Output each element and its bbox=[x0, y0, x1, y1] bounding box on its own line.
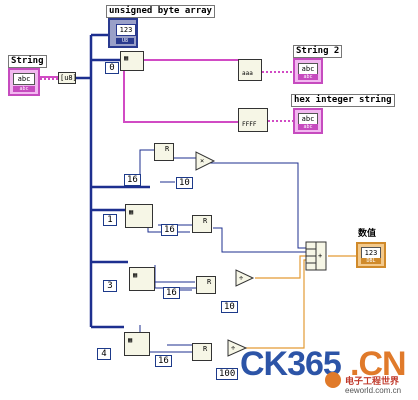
rotate-glyph: R bbox=[165, 145, 170, 153]
numeric-label: 数值 bbox=[358, 229, 377, 239]
index-array-node-0[interactable]: ▦ bbox=[120, 51, 144, 71]
string2-label: String 2 bbox=[293, 45, 343, 58]
watermark-brand-left: CK365 bbox=[240, 345, 342, 383]
divide-node-1[interactable] bbox=[235, 269, 255, 287]
hex-string-type: abc bbox=[298, 124, 318, 130]
string-control-label: String bbox=[8, 55, 47, 68]
string-wire bbox=[40, 76, 58, 80]
rotate-node-3[interactable]: R bbox=[196, 276, 216, 294]
rotate-glyph: R bbox=[203, 217, 208, 225]
array-wire bbox=[76, 33, 150, 329]
string-control-type: abc bbox=[13, 86, 35, 92]
rotate-node-2[interactable]: R bbox=[192, 215, 212, 233]
rotate-node-1[interactable]: R bbox=[154, 143, 174, 161]
index-constant-3[interactable]: 3 bbox=[103, 280, 117, 292]
constant-100[interactable]: 100 bbox=[216, 368, 239, 380]
index-constant-0[interactable]: 0 bbox=[105, 62, 119, 74]
hex-glyph: FFFF bbox=[242, 121, 257, 128]
byte-array-to-string-node[interactable]: aaa bbox=[238, 59, 262, 81]
byte-array-value: 123 bbox=[116, 24, 136, 36]
constant-16-b[interactable]: 16 bbox=[161, 224, 178, 236]
watermark-subtitle-cn: 电子工程世界 bbox=[345, 377, 400, 387]
output-string-wires bbox=[123, 59, 296, 123]
watermark-brand-right: .CN bbox=[350, 345, 407, 383]
compound-add-node[interactable] bbox=[305, 241, 327, 271]
byte-array-terminal[interactable]: 123 U8 bbox=[108, 18, 138, 48]
multiply-symbol: × bbox=[200, 157, 205, 165]
constant-16-a[interactable]: 16 bbox=[124, 174, 141, 186]
index-array-node-4[interactable]: ▦ bbox=[124, 332, 150, 356]
byte-array-label: unsigned byte array bbox=[106, 5, 215, 18]
index-array-icon: ▦ bbox=[124, 54, 129, 62]
byte-array-type: U8 bbox=[116, 38, 134, 44]
index-array-node-1[interactable]: ▦ bbox=[125, 204, 153, 228]
string-to-byte-array-node[interactable]: [u8] bbox=[58, 72, 77, 84]
index-array-node-3[interactable]: ▦ bbox=[129, 267, 155, 291]
compound-add-symbol: + bbox=[318, 252, 323, 260]
constant-10-a[interactable]: 10 bbox=[176, 177, 193, 189]
string-control-value: abc bbox=[13, 73, 35, 85]
constant-16-d[interactable]: 16 bbox=[155, 355, 172, 367]
integer-wires bbox=[139, 149, 309, 353]
string2-terminal[interactable]: abc abc bbox=[293, 58, 323, 84]
numeric-indicator-type: DBL bbox=[361, 258, 381, 264]
constant-10-b[interactable]: 10 bbox=[221, 301, 238, 313]
string2-type: abc bbox=[298, 74, 318, 80]
divide-symbol-2: ÷ bbox=[231, 344, 236, 352]
rotate-glyph: R bbox=[207, 278, 212, 286]
index-constant-4[interactable]: 4 bbox=[97, 348, 111, 360]
hex-string-label: hex integer string bbox=[291, 94, 395, 107]
rotate-node-4[interactable]: R bbox=[192, 343, 212, 361]
dbl-wires bbox=[243, 255, 356, 349]
constant-16-c[interactable]: 16 bbox=[163, 287, 180, 299]
convert-glyph: [u8] bbox=[60, 74, 77, 82]
ascii-glyph: aaa bbox=[242, 70, 253, 77]
watermark-subtitle-url: eeworld.com.cn bbox=[345, 386, 402, 395]
index-array-icon: ▦ bbox=[129, 208, 134, 216]
number-to-hex-string-node[interactable]: FFFF bbox=[238, 108, 268, 132]
watermark-globe-icon bbox=[325, 372, 341, 388]
divide-symbol-1: ÷ bbox=[239, 274, 244, 282]
string-control-terminal[interactable]: abc abc bbox=[8, 68, 40, 96]
numeric-indicator-terminal[interactable]: 123 DBL bbox=[356, 242, 386, 268]
hex-string-terminal[interactable]: abc abc bbox=[293, 108, 323, 134]
index-array-icon: ▦ bbox=[133, 271, 138, 279]
index-constant-1[interactable]: 1 bbox=[103, 214, 117, 226]
multiply-node[interactable] bbox=[195, 151, 216, 171]
rotate-glyph: R bbox=[203, 345, 208, 353]
divide-node-2[interactable] bbox=[227, 339, 248, 357]
index-array-icon: ▦ bbox=[128, 336, 133, 344]
